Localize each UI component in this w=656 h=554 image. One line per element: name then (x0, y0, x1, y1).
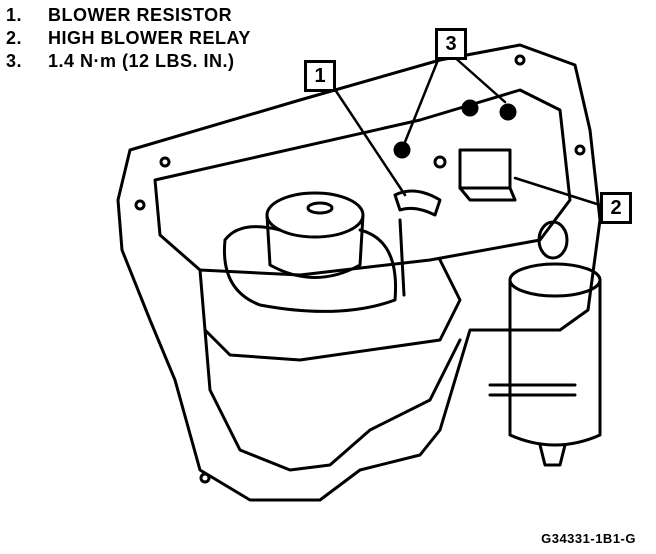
accumulator-body (508, 278, 602, 447)
legend-item-1: 1. BLOWER RESISTOR (6, 4, 251, 27)
relay-front (458, 186, 517, 202)
high-blower-relay (458, 148, 512, 190)
legend-label: 1.4 N·m (12 LBS. IN.) (48, 51, 235, 71)
motor-housing (222, 225, 398, 313)
legend: 1. BLOWER RESISTOR 2. HIGH BLOWER RELAY … (6, 4, 251, 73)
blower-resistor (393, 189, 442, 217)
motor-hub (306, 201, 334, 215)
legend-number: 2. (6, 28, 23, 48)
screw (499, 103, 517, 121)
accumulator-neck (537, 220, 569, 260)
legend-label: HIGH BLOWER RELAY (48, 28, 251, 48)
resistor-wire (398, 218, 406, 297)
blower-motor-body (265, 213, 365, 279)
accumulator-top (508, 262, 602, 298)
figure-id: G34331-1B1-G (541, 531, 636, 546)
legend-label: BLOWER RESISTOR (48, 5, 233, 25)
mounting-hole (514, 54, 526, 66)
screw (393, 141, 411, 159)
mounting-hole (134, 199, 146, 211)
leader-line-2 (513, 176, 602, 207)
mounting-hole (574, 144, 586, 156)
leader-line-3b (450, 53, 507, 104)
callout-1: 1 (304, 60, 336, 92)
accumulator-bottom (538, 443, 567, 467)
leader-line-3a (403, 53, 442, 144)
mounting-hole (159, 156, 171, 168)
housing-flange (116, 43, 602, 502)
case-lower-body (203, 328, 462, 472)
callout-2: 2 (600, 192, 632, 224)
leader-line-1 (328, 80, 407, 197)
callout-3: 3 (435, 28, 467, 60)
legend-item-3: 3. 1.4 N·m (12 LBS. IN.) (6, 50, 251, 73)
legend-number: 3. (6, 51, 23, 71)
screw (461, 99, 479, 117)
screw (433, 155, 447, 169)
legend-item-2: 2. HIGH BLOWER RELAY (6, 27, 251, 50)
mounting-hole (199, 472, 211, 484)
accumulator-bracket (488, 383, 577, 397)
legend-number: 1. (6, 5, 23, 25)
